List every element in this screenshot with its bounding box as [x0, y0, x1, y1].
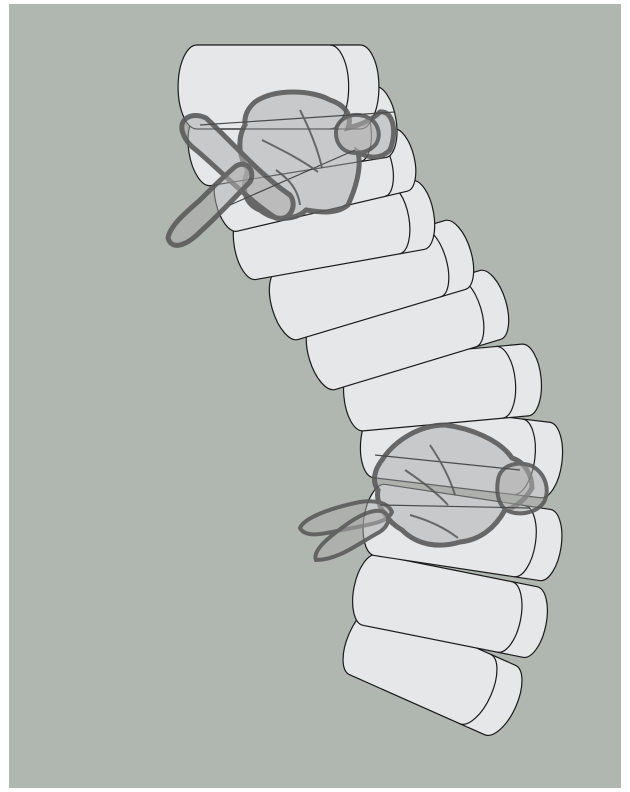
figure-lower-head	[497, 464, 546, 514]
figure-upper-head	[336, 115, 379, 153]
